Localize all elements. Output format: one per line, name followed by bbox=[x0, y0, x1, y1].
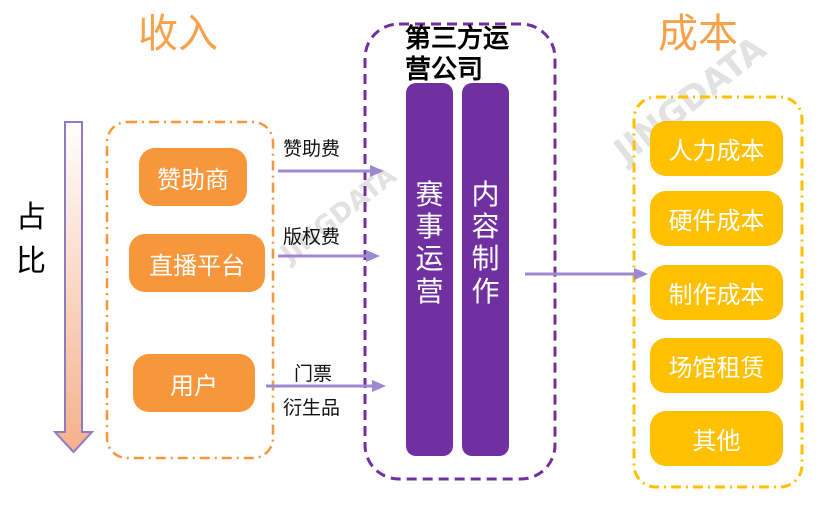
flow-label-sponsor-fee: 赞助费 bbox=[283, 138, 341, 160]
event-ops-label: 赛事运营 bbox=[415, 178, 444, 308]
flow-label-merch: 衍生品 bbox=[283, 397, 341, 419]
content-column: 内容制作 bbox=[462, 83, 509, 456]
cost-item-other: 其他 bbox=[650, 411, 783, 466]
ratio-down-arrow bbox=[52, 121, 95, 454]
revenue-item-live-platform: 直播平台 bbox=[129, 234, 265, 292]
cost-item-labor: 人力成本 bbox=[650, 121, 783, 176]
revenue-heading: 收入 bbox=[138, 11, 218, 57]
cost-box bbox=[632, 95, 804, 489]
ratio-label: 占比 bbox=[16, 200, 46, 279]
flow-label-copyright-fee: 版权费 bbox=[283, 226, 341, 248]
flow-label-tickets: 门票 bbox=[294, 363, 333, 385]
cost-heading: 成本 bbox=[658, 11, 738, 57]
cost-item-production: 制作成本 bbox=[650, 265, 783, 320]
content-label: 内容制作 bbox=[471, 178, 500, 308]
company-box bbox=[363, 22, 557, 481]
company-title: 第三方运营公司 bbox=[405, 24, 510, 86]
event-ops-column: 赛事运营 bbox=[406, 83, 453, 456]
cost-item-hardware: 硬件成本 bbox=[650, 191, 783, 246]
revenue-item-users: 用户 bbox=[133, 354, 255, 412]
revenue-item-sponsor: 赞助商 bbox=[139, 148, 247, 206]
cost-item-venue: 场馆租赁 bbox=[650, 338, 783, 393]
